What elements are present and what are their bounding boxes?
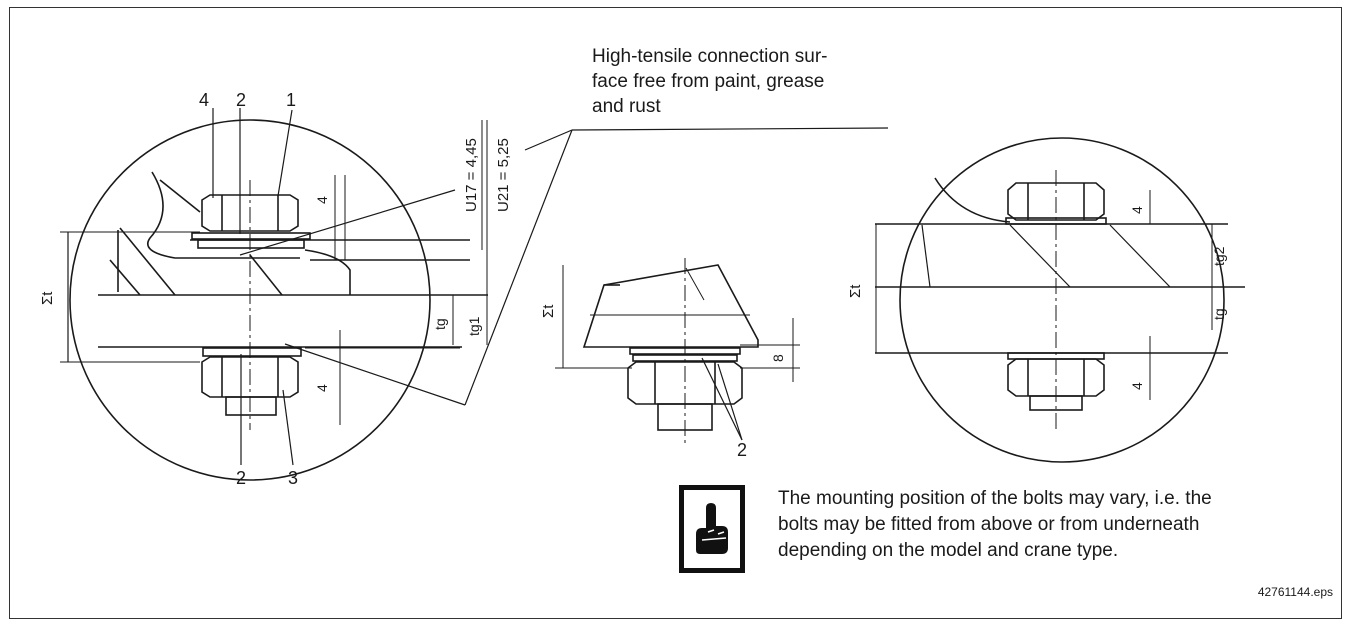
pointing-hand-note-icon — [679, 485, 745, 573]
part-number-2-top: 2 — [236, 90, 246, 110]
callout-line-2: face free from paint, grease — [592, 71, 825, 92]
figure-frame — [9, 7, 1342, 619]
left-detail-circle — [69, 119, 431, 481]
middle-detail-view — [555, 258, 800, 445]
part-number-3: 3 — [288, 468, 298, 488]
dim-4-bottom-left: 4 — [314, 384, 330, 392]
dim-tg2: tg2 — [1211, 246, 1227, 266]
part-number-4: 4 — [199, 90, 209, 110]
dim-4-top-right: 4 — [1129, 206, 1145, 214]
dim-4-top-left: 4 — [314, 196, 330, 204]
dim-tg1: tg1 — [466, 316, 482, 336]
file-id: 42761144.eps — [1257, 585, 1333, 599]
dim-sum-t-left: Σt — [39, 291, 56, 305]
dim-sum-t-right: Σt — [847, 284, 864, 298]
mounting-note: The mounting position of the bolts may v… — [778, 486, 1212, 564]
dim-4-bottom-right: 4 — [1129, 382, 1145, 390]
part-number-1: 1 — [286, 90, 296, 110]
top-bolt-head — [201, 194, 299, 232]
left-detail-view — [60, 108, 889, 481]
dim-u21: U21 = 5,25 — [495, 138, 512, 212]
part-number-2-middle: 2 — [737, 440, 747, 460]
right-detail-circle — [899, 137, 1225, 463]
surface-callout: High-tensile connection sur- face free f… — [592, 44, 828, 119]
note-line-1: The mounting position of the bolts may v… — [778, 488, 1212, 509]
part-number-2-bottom: 2 — [236, 468, 246, 488]
dim-tg-left: tg — [432, 318, 448, 330]
dim-u17: U17 = 4,45 — [463, 138, 480, 212]
callout-line-3: and rust — [592, 96, 661, 117]
hand-glyph — [696, 503, 728, 554]
middle-clamp — [582, 264, 759, 348]
dim-8: 8 — [770, 354, 786, 362]
bottom-nut — [201, 356, 299, 398]
note-line-2: bolts may be fitted from above or from u… — [778, 514, 1200, 535]
callout-line-1: High-tensile connection sur- — [592, 46, 828, 67]
note-line-3: depending on the model and crane type. — [778, 540, 1119, 561]
dim-tg-right: tg — [1211, 308, 1227, 320]
dim-sum-t-middle: Σt — [540, 304, 557, 318]
right-detail-view — [875, 137, 1245, 463]
